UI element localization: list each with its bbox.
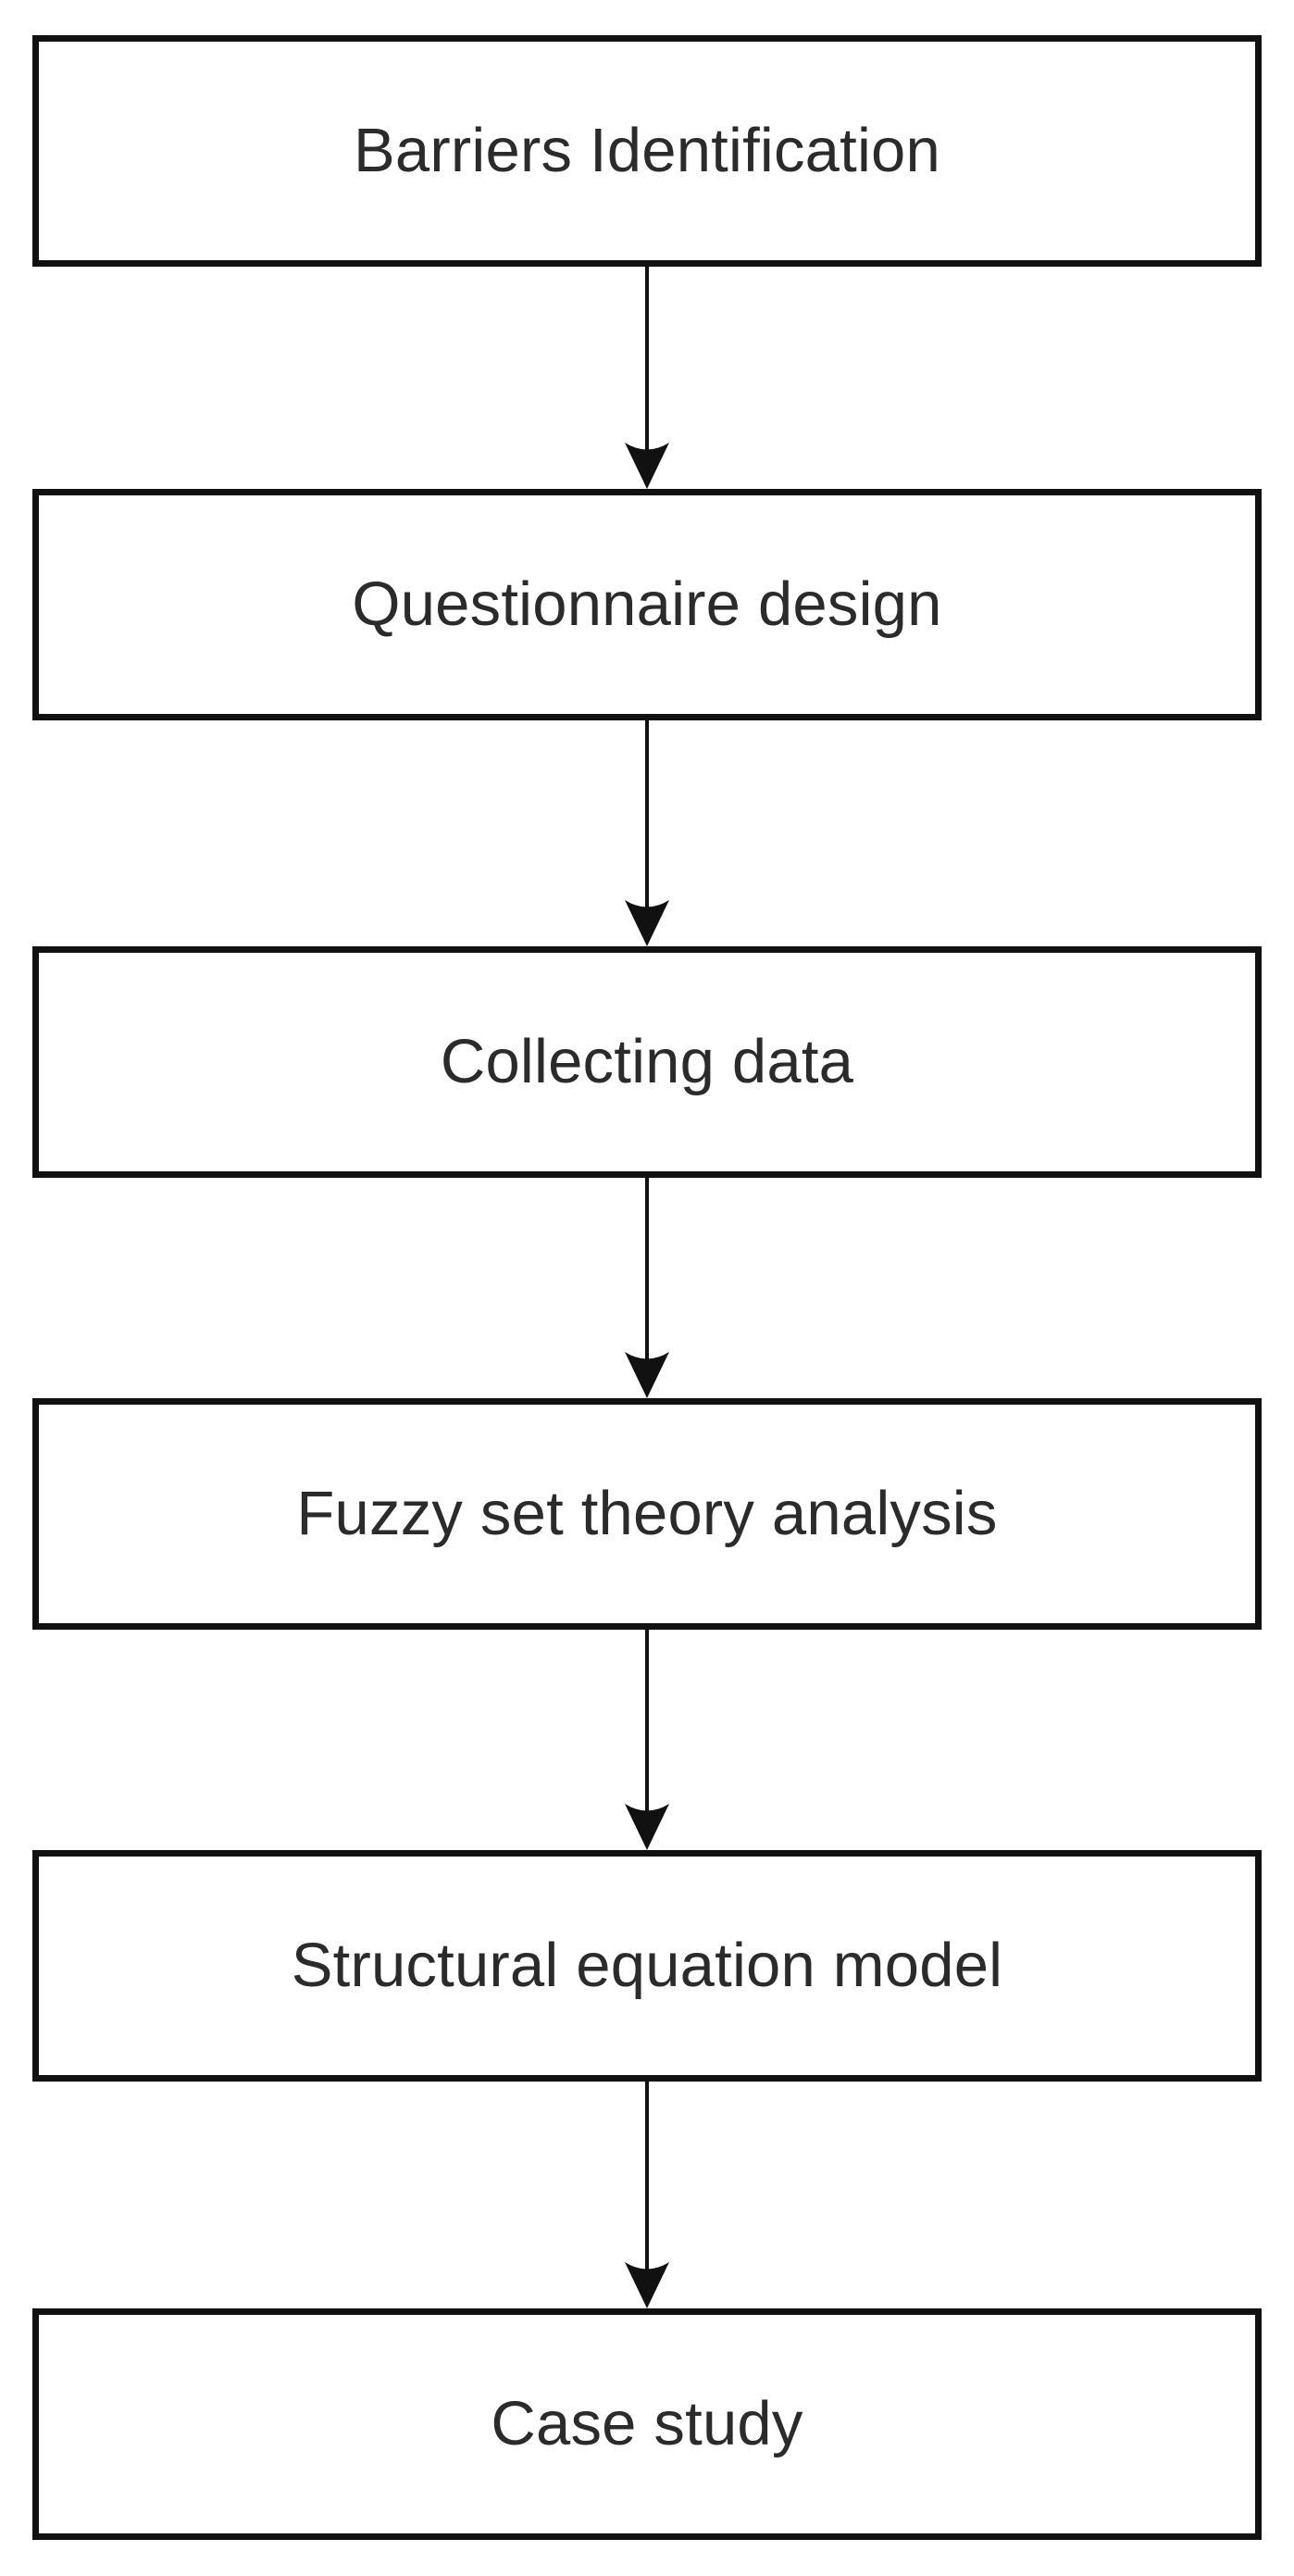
flow-node-fuzzy-set-theory-analysis[interactable]: Fuzzy set theory analysis [32,1398,1262,1630]
down-arrow-icon [625,1630,669,1850]
flow-node-label: Case study [491,2388,803,2458]
flow-connector-n5-n6 [625,2082,669,2308]
flow-node-label: Collecting data [440,1026,854,1096]
flow-node-label: Barriers Identification [354,115,940,185]
down-arrow-icon [625,1178,669,1398]
flow-connector-n1-n2 [625,267,669,489]
flow-connector-n4-n5 [625,1630,669,1850]
flow-connector-n2-n3 [625,720,669,946]
flow-node-label: Fuzzy set theory analysis [296,1478,998,1548]
flow-node-label: Structural equation model [291,1930,1003,2000]
down-arrow-icon [625,2082,669,2308]
flow-node-questionnaire-design[interactable]: Questionnaire design [32,489,1262,720]
down-arrow-icon [625,267,669,489]
flow-node-structural-equation-model[interactable]: Structural equation model [32,1850,1262,2082]
flow-node-case-study[interactable]: Case study [32,2308,1262,2540]
flow-node-collecting-data[interactable]: Collecting data [32,946,1262,1178]
flow-node-barriers-identification[interactable]: Barriers Identification [32,35,1262,267]
flow-connector-n3-n4 [625,1178,669,1398]
down-arrow-icon [625,720,669,946]
flow-node-label: Questionnaire design [352,569,942,639]
